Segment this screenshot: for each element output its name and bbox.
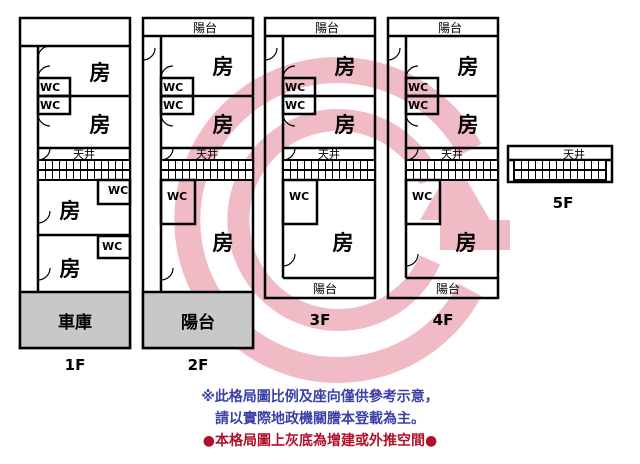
- gray-area-note: ●本格局圖上灰底為增建或外推空間●: [202, 433, 438, 449]
- balcony-label: 陽台: [438, 20, 462, 35]
- balcony-label: 陽台: [315, 20, 339, 35]
- balcony-label: 陽台: [181, 312, 215, 333]
- wc-label: WC: [285, 99, 305, 112]
- room-label: 房: [90, 61, 111, 85]
- room-label: 房: [90, 113, 111, 137]
- room-label: 房: [456, 231, 477, 255]
- floor-3f: 陽台 房 房 房 WC WC WC 天井 陽台 3F: [263, 16, 377, 329]
- wc-label: WC: [40, 81, 60, 94]
- wc-label: WC: [40, 99, 60, 112]
- floor-5f: 天井 5F: [506, 144, 614, 212]
- room-label: 房: [458, 55, 479, 79]
- floor-4f: 陽台 房 房 房 WC WC WC 天井 陽台 4F: [386, 16, 500, 329]
- room-label: 房: [458, 113, 479, 137]
- wc-label: WC: [412, 190, 432, 203]
- courtyard-label: 天井: [73, 147, 95, 161]
- floor-label: 4F: [433, 311, 454, 329]
- balcony-label: 陽台: [313, 281, 337, 296]
- wc-label: WC: [108, 184, 128, 197]
- wc-label: WC: [167, 190, 187, 203]
- floor-1f: 房 房 房 房 WC WC WC WC 天井 車庫 1F: [18, 16, 132, 374]
- wc-label: WC: [289, 190, 309, 203]
- room-label: 房: [335, 113, 356, 137]
- room-label: 房: [60, 257, 81, 281]
- room-label: 房: [60, 199, 81, 223]
- wc-label: WC: [408, 81, 428, 94]
- courtyard-label: 天井: [441, 147, 463, 161]
- disclaimer-line-2: 請以實際地政機關謄本登載為主。: [215, 411, 425, 427]
- floor-label: 2F: [188, 356, 209, 374]
- watermark-logo: [174, 57, 510, 383]
- floor-label: 1F: [65, 356, 86, 374]
- room-label: 房: [213, 113, 234, 137]
- floor-2f: 陽台 房 房 房 WC WC WC 天井 陽台 2F: [141, 16, 255, 374]
- room-label: 房: [213, 55, 234, 79]
- wc-label: WC: [285, 81, 305, 94]
- room-label: 房: [213, 231, 234, 255]
- disclaimer-line-1: ※此格局圖比例及座向僅供參考示意，: [201, 389, 439, 405]
- floor-label: 5F: [553, 194, 574, 212]
- room-label: 房: [335, 55, 356, 79]
- courtyard-label: 天井: [563, 147, 585, 161]
- courtyard-label: 天井: [196, 147, 218, 161]
- wc-label: WC: [102, 240, 122, 253]
- wc-label: WC: [408, 99, 428, 112]
- floor-label: 3F: [310, 311, 331, 329]
- wc-label: WC: [163, 99, 183, 112]
- garage-label: 車庫: [58, 312, 92, 333]
- room-label: 房: [333, 231, 354, 255]
- wc-label: WC: [163, 81, 183, 94]
- balcony-label: 陽台: [193, 20, 217, 35]
- courtyard-label: 天井: [318, 147, 340, 161]
- balcony-label: 陽台: [436, 281, 460, 296]
